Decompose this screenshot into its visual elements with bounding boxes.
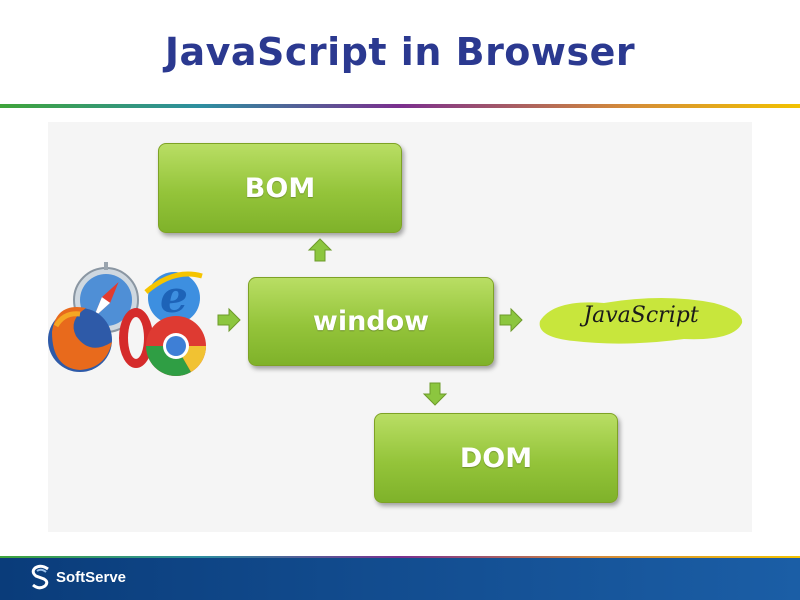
arrow-right-icon: [217, 307, 241, 333]
dom-label: DOM: [459, 442, 533, 474]
opera-icon: [119, 308, 153, 368]
bom-label: BOM: [244, 172, 316, 204]
window-label: window: [312, 306, 430, 337]
slide-title: JavaScript in Browser: [164, 30, 636, 74]
window-node: window: [248, 277, 494, 366]
firefox-icon: [48, 307, 112, 372]
dom-node: DOM: [374, 413, 618, 503]
arrow-up-icon: [307, 238, 333, 262]
javascript-logo: JavaScript: [534, 289, 748, 349]
softserve-s-icon: [31, 564, 49, 590]
softserve-logo: SoftServe: [30, 564, 126, 590]
footer-bar: [0, 556, 800, 600]
arrow-right-icon: [499, 307, 523, 333]
javascript-logo-text: JavaScript: [583, 303, 699, 328]
browser-logos: e: [48, 262, 206, 377]
brand-name: SoftServe: [56, 568, 127, 586]
javascript-logo-blob: [539, 298, 743, 344]
bom-node: BOM: [158, 143, 402, 233]
internet-explorer-icon: e: [144, 271, 203, 324]
footer-divider: [0, 556, 800, 558]
arrow-down-icon: [422, 382, 448, 406]
title-divider: [0, 104, 800, 108]
chrome-icon: [146, 316, 206, 377]
